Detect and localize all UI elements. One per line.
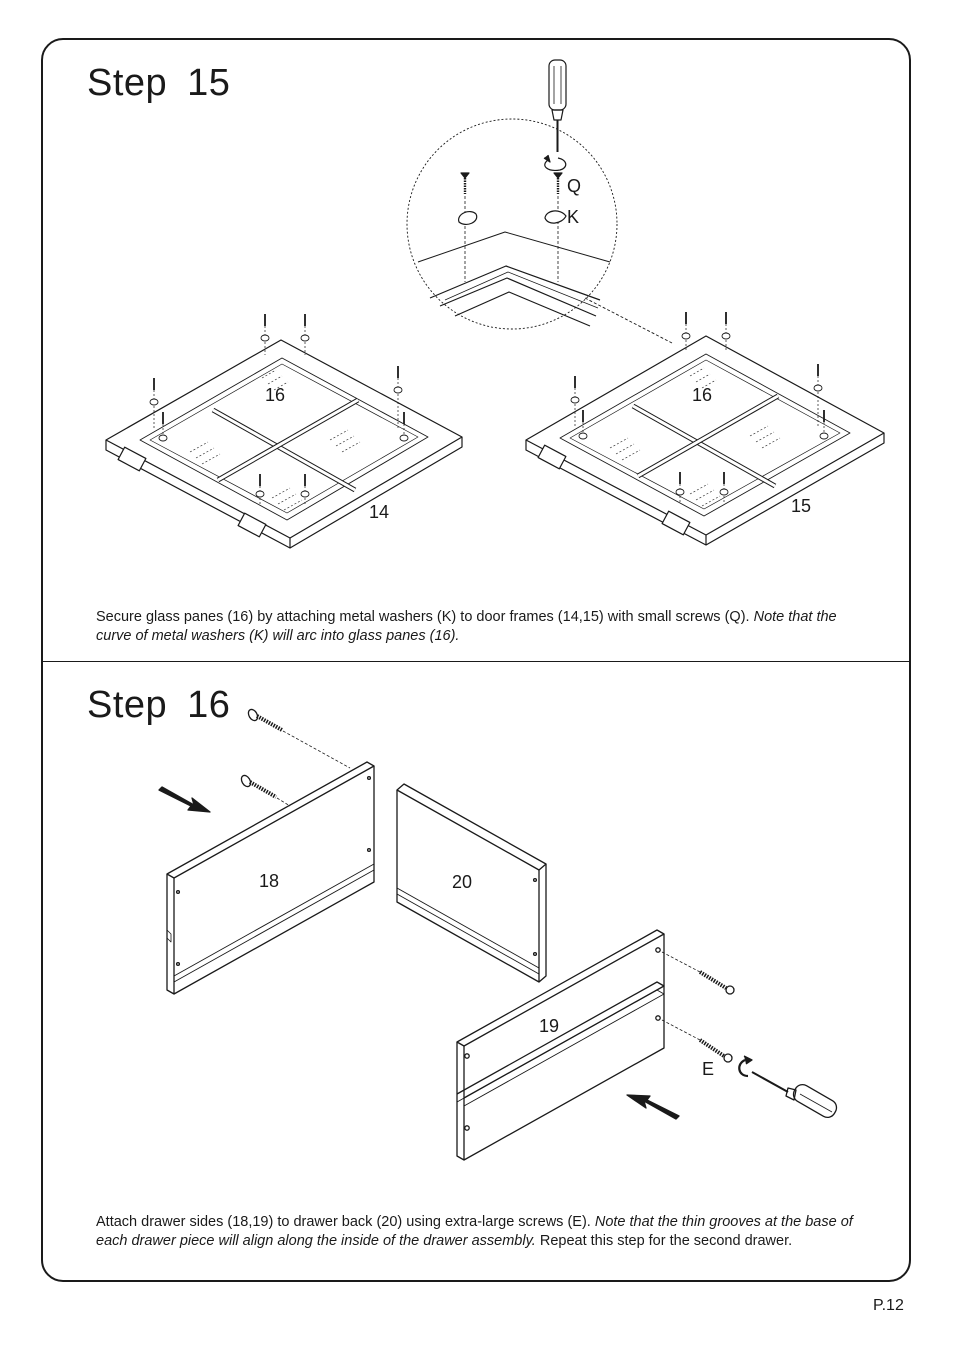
step-16-word: Step [87, 684, 168, 726]
rotate-arrow-icon [738, 1058, 749, 1078]
door-frame-14 [105, 314, 463, 549]
drawer-side-18 [166, 761, 375, 995]
washer-icon [544, 210, 567, 224]
drawer-back-20 [396, 783, 547, 983]
page-frame [41, 38, 911, 1282]
step-15-instruction-note: Note that the curve of metal washers (K)… [96, 609, 837, 644]
step-15-title: Step 15 [87, 64, 230, 102]
detail-magnifier-circle [406, 118, 618, 330]
direction-arrow-icon [626, 1094, 680, 1120]
page-number: P.12 [873, 1297, 904, 1314]
label-frame-14: 14 [369, 502, 390, 522]
drawer-side-19 [456, 929, 665, 1161]
step-16-instruction-note: Note that the thin grooves at the base o… [96, 1214, 853, 1249]
screw-icon [247, 708, 283, 732]
screw-icon [698, 1038, 733, 1063]
step-15-instruction: Secure glass panes (16) by attaching met… [96, 608, 866, 646]
label-washer-k: K [567, 207, 580, 227]
screw-icon [240, 774, 277, 799]
screw-icon [553, 172, 563, 194]
step-15-word: Step [87, 62, 168, 104]
step-16-instruction: Attach drawer sides (18,19) to drawer ba… [96, 1213, 866, 1251]
step-16-number: 16 [187, 684, 231, 726]
label-screw-e: E [702, 1059, 715, 1079]
step-15-number: 15 [187, 62, 231, 104]
step-16-title: Step 16 [87, 686, 230, 724]
screw-icon [698, 970, 735, 995]
screw-icon [460, 172, 470, 194]
step-15-instruction-text: Secure glass panes (16) by attaching met… [96, 609, 750, 625]
door-frame-15 [525, 312, 885, 546]
step-16-instruction-text: Attach drawer sides (18,19) to drawer ba… [96, 1214, 591, 1230]
label-glass-16-left: 16 [265, 385, 286, 405]
label-side-18: 18 [259, 871, 280, 891]
direction-arrow-icon [158, 786, 211, 813]
label-glass-16-right: 16 [692, 385, 713, 405]
screwdriver-icon [751, 1071, 838, 1119]
section-divider [43, 661, 909, 662]
label-back-20: 20 [452, 872, 473, 892]
washer-icon [458, 210, 478, 226]
label-screw-q: Q [567, 176, 582, 196]
step-16-instruction-tail: Repeat this step for the second drawer. [539, 1233, 793, 1249]
rotate-arrow-icon [543, 154, 567, 171]
label-side-19: 19 [539, 1016, 560, 1036]
screwdriver-icon [548, 59, 567, 152]
label-frame-15: 15 [791, 496, 812, 516]
